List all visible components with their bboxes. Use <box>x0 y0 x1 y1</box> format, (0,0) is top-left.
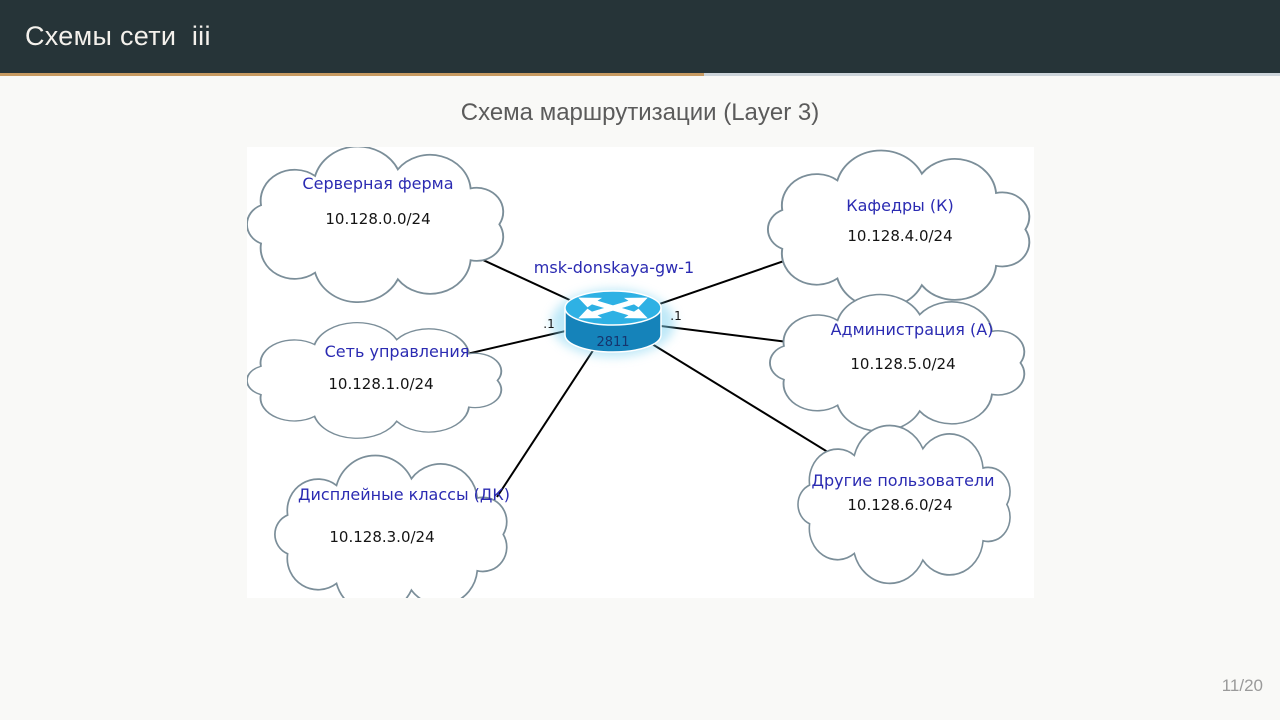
cloud-management-net: Сеть управления 10.128.1.0/24 <box>247 321 503 440</box>
cloud-display-classes: Дисплейные классы (ДК) 10.128.3.0/24 <box>274 454 510 598</box>
cloud-server-farm: Серверная ферма 10.128.0.0/24 <box>247 147 505 304</box>
router-icon: 2811 <box>551 289 675 357</box>
cloud-label: Другие пользователи <box>811 471 994 490</box>
router-name: msk-donskaya-gw-1 <box>534 258 694 277</box>
cloud-subnet: 10.128.1.0/24 <box>328 375 433 393</box>
header-title: Схемы сети iii <box>25 21 211 51</box>
page-number: 11/20 <box>1221 676 1263 695</box>
cloud-label: Дисплейные классы (ДК) <box>298 485 510 504</box>
cloud-other-users: Другие пользователи 10.128.6.0/24 <box>797 424 1011 585</box>
cloud-subnet: 10.128.4.0/24 <box>847 227 952 245</box>
cloud-departments: Кафедры (К) 10.128.4.0/24 <box>766 149 1031 310</box>
progress-fill <box>0 73 704 76</box>
cloud-subnet: 10.128.6.0/24 <box>847 496 952 514</box>
progress-bar <box>0 73 1280 76</box>
cloud-icon <box>274 454 508 598</box>
cloud-label: Серверная ферма <box>302 174 453 193</box>
cloud-subnet: 10.128.3.0/24 <box>329 528 434 546</box>
cloud-label: Администрация (А) <box>831 320 994 339</box>
diagram-panel: Серверная ферма 10.128.0.0/24 Кафедры (К… <box>247 147 1034 598</box>
iface-right-label: .1 <box>670 309 681 323</box>
cloud-label: Кафедры (К) <box>846 196 953 215</box>
cloud-subnet: 10.128.5.0/24 <box>850 355 955 373</box>
cloud-subnet: 10.128.0.0/24 <box>325 210 430 228</box>
cloud-administration: Администрация (А) 10.128.5.0/24 <box>769 293 1026 433</box>
slide-header: Схемы сети iii <box>0 0 1280 73</box>
router-model: 2811 <box>596 335 629 350</box>
cloud-label: Сеть управления <box>325 342 470 361</box>
network-diagram: Серверная ферма 10.128.0.0/24 Кафедры (К… <box>247 147 1031 598</box>
diagram-title: Схема маршрутизации (Layer 3) <box>460 99 820 126</box>
iface-left-label: .1 <box>543 317 554 331</box>
